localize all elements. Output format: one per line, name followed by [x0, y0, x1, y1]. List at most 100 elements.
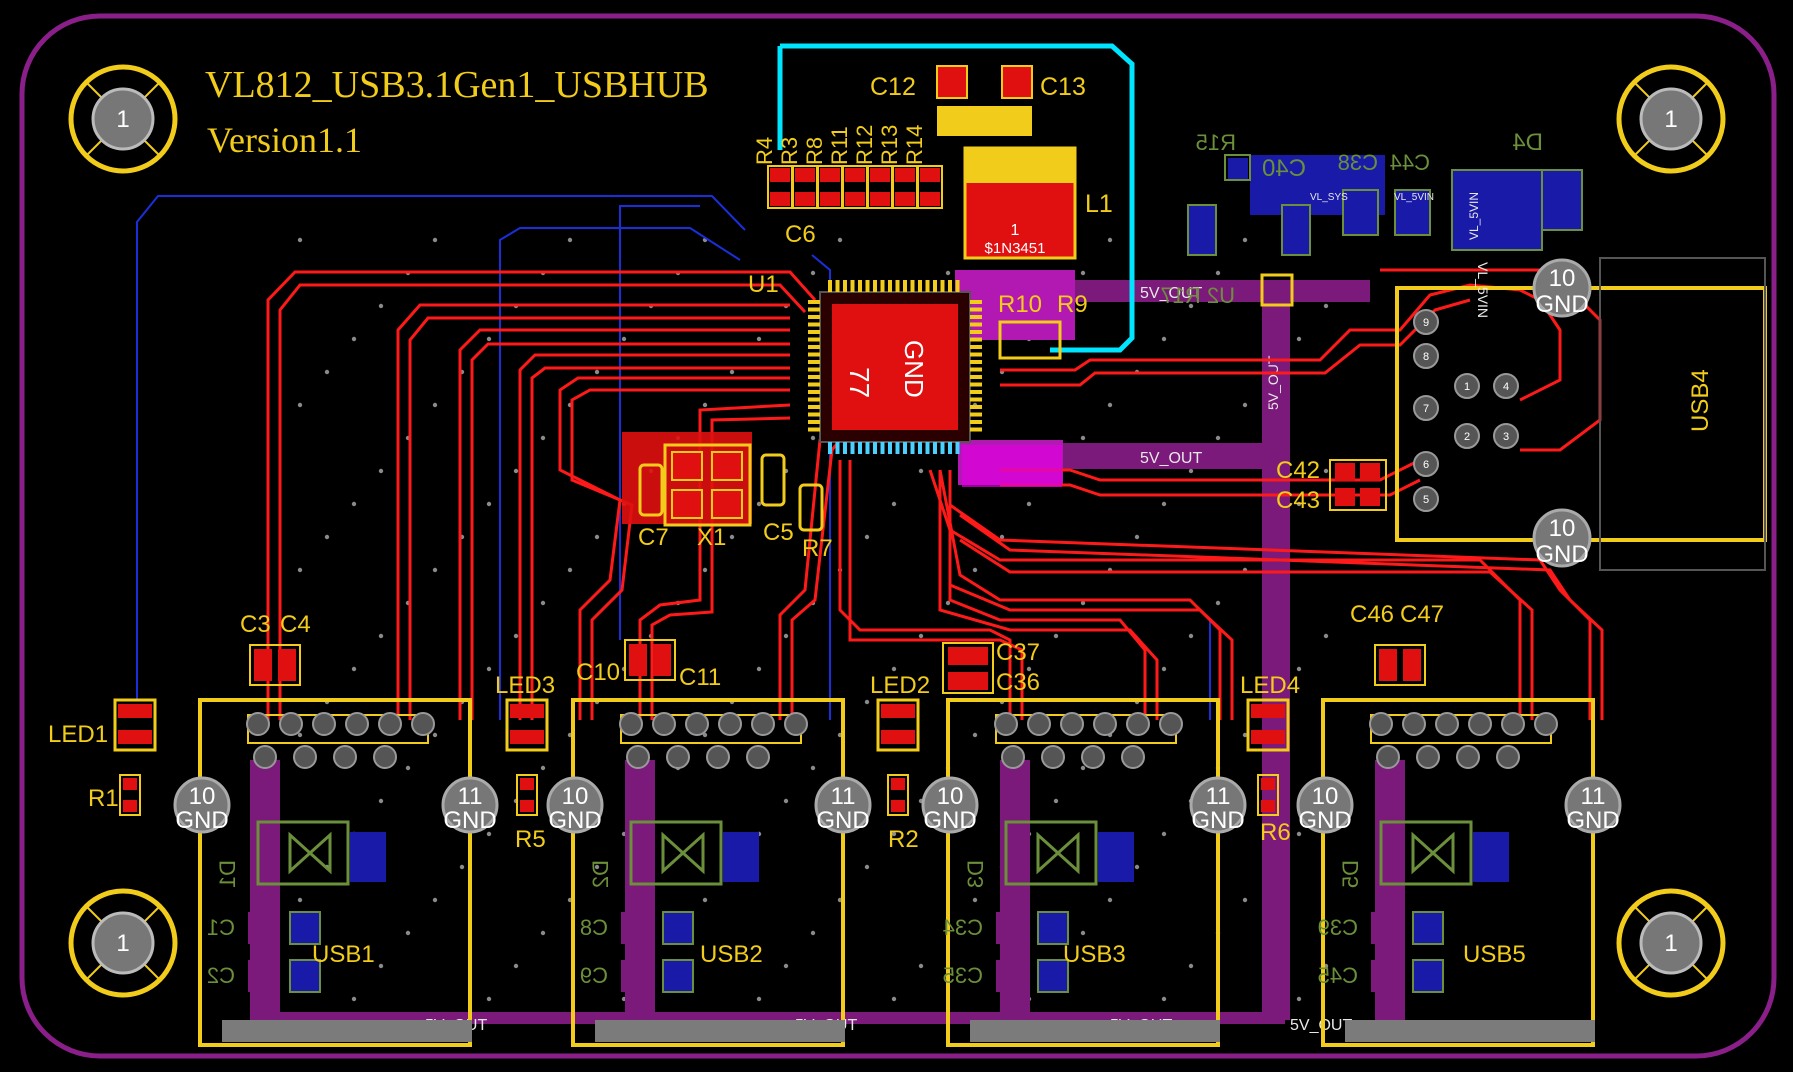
svg-text:10: 10 [1549, 515, 1576, 542]
label-c12: C12 [870, 73, 916, 101]
label-r10: R10 [998, 291, 1042, 318]
net-label-5v-out-vertical: 5V_OUT [1265, 355, 1281, 410]
svg-text:5: 5 [1423, 494, 1429, 506]
label-r3: R3 [777, 137, 802, 165]
label-c37: C37 [996, 639, 1040, 666]
label-c6: C6 [785, 221, 816, 248]
label-c36: C36 [996, 669, 1040, 696]
svg-text:GND: GND [816, 807, 869, 834]
net-vl-5vin: VL_5VIN [1394, 192, 1434, 203]
net-vl-5vin-b: VL_5VIN [1467, 192, 1481, 240]
x1-crystal [622, 432, 824, 532]
label-led4: LED4 [1240, 672, 1300, 699]
r9-r10-pads [962, 445, 1062, 487]
label-c39: C39 [1318, 915, 1358, 940]
label-c43: C43 [1276, 487, 1320, 514]
svg-text:1: 1 [1664, 106, 1677, 133]
label-c3: C3 [240, 611, 271, 638]
label-r9: R9 [1057, 291, 1088, 318]
label-c44: C44 [1390, 150, 1430, 175]
l1-part-number: $1N3451 [985, 240, 1046, 257]
mounting-hole-3: 1 [68, 888, 178, 998]
label-d2: D2 [588, 860, 613, 888]
usb-ports: 10GND11GNDD110GND11GNDD210GND11GNDD310GN… [173, 698, 1622, 1047]
svg-text:GND: GND [1535, 291, 1588, 318]
u1-center-label-a: 77 [844, 367, 875, 398]
power-input-section [1187, 154, 1583, 307]
svg-text:1: 1 [116, 106, 129, 133]
label-c35: C35 [943, 963, 983, 988]
l1-inductor: 1 $1N3451 [963, 146, 1077, 260]
label-u2-r17: U2 R17 [1160, 283, 1235, 308]
label-r7: R7 [802, 535, 833, 562]
top-resistor-pads [767, 165, 943, 209]
label-usb5: USB5 [1463, 941, 1526, 968]
label-r5: R5 [515, 826, 546, 853]
keepout-region [780, 43, 1135, 353]
label-r13: R13 [877, 125, 902, 165]
label-c4: C4 [280, 611, 311, 638]
label-d5: D5 [1338, 860, 1363, 888]
label-c46: C46 [1350, 601, 1394, 628]
label-d3: D3 [963, 860, 988, 888]
label-usb1: USB1 [312, 941, 375, 968]
svg-text:10: 10 [189, 783, 216, 810]
svg-text:1: 1 [116, 930, 129, 957]
label-d1: D1 [215, 860, 240, 888]
svg-text:GND: GND [923, 807, 976, 834]
u1-chip: 77 GND [819, 291, 971, 443]
svg-text:GND: GND [175, 807, 228, 834]
label-usb4: USB4 [1687, 369, 1714, 432]
net-label-5v-out-mid: 5V_OUT [1140, 450, 1202, 467]
label-usb3: USB3 [1063, 941, 1126, 968]
label-u1: U1 [748, 271, 779, 298]
svg-text:GND: GND [1535, 541, 1588, 568]
l1-pin-one: 1 [1011, 222, 1020, 239]
svg-text:7: 7 [1423, 403, 1429, 415]
mounting-hole-2: 1 [1616, 64, 1726, 174]
label-c7: C7 [638, 524, 669, 551]
svg-text:GND: GND [1298, 807, 1351, 834]
via-dots [297, 237, 1329, 1002]
label-c10: C10 [576, 659, 620, 686]
board-title: VL812_USB3.1Gen1_USBHUB [205, 64, 709, 106]
label-r1: R1 [88, 785, 119, 812]
svg-text:11: 11 [831, 783, 856, 810]
label-c2: C2 [207, 963, 235, 988]
label-r15: R15 [1196, 130, 1236, 155]
board-outline [19, 13, 1777, 1059]
svg-text:10: 10 [1549, 265, 1576, 292]
label-l1: L1 [1085, 190, 1113, 218]
top-layer-traces [266, 268, 1604, 720]
mounting-hole-4: 1 [1616, 888, 1726, 998]
svg-text:9: 9 [1423, 317, 1429, 329]
svg-text:2: 2 [1464, 431, 1470, 443]
svg-text:6: 6 [1423, 459, 1429, 471]
label-r8: R8 [802, 137, 827, 165]
label-c45: C45 [1318, 963, 1358, 988]
svg-text:GND: GND [1566, 807, 1619, 834]
net-vl-5vin-c: VL_5VIN [1475, 262, 1491, 318]
u1-center-label-b: GND [899, 340, 929, 398]
label-r14: R14 [902, 125, 927, 165]
net-label-5v-out-top: 5V_OUT [1140, 285, 1202, 302]
label-c47: C47 [1400, 601, 1444, 628]
c12-c13-caps [936, 65, 1033, 136]
label-c34: C34 [943, 915, 983, 940]
label-c9: C9 [580, 963, 608, 988]
svg-text:11: 11 [1581, 783, 1606, 810]
label-r6: R6 [1260, 819, 1291, 846]
label-r2: R2 [888, 826, 919, 853]
svg-text:10: 10 [562, 783, 589, 810]
label-r11: R11 [827, 126, 852, 165]
svg-text:10: 10 [937, 783, 964, 810]
label-c8: C8 [580, 915, 608, 940]
label-c38: C38 [1338, 150, 1378, 175]
